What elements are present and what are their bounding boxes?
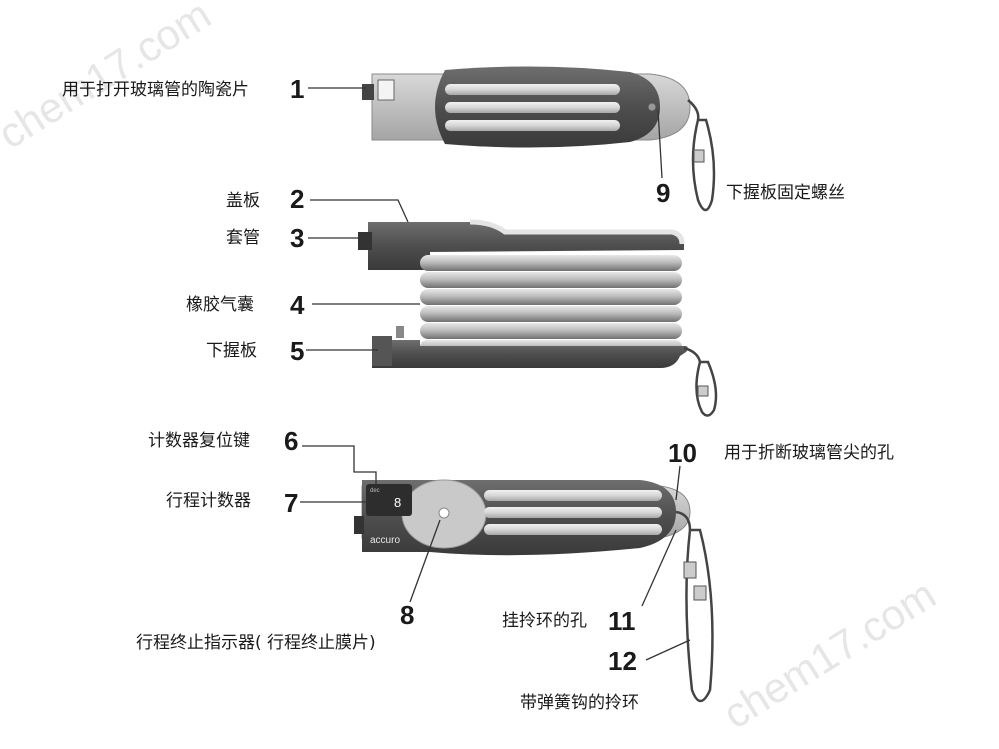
callout-2: 盖板 2 bbox=[226, 184, 304, 214]
part-label: 盖板 bbox=[226, 191, 260, 211]
part-number: 3 bbox=[290, 223, 304, 253]
callout-4: 橡胶气囊 4 bbox=[186, 290, 305, 320]
counter-digit: 8 bbox=[394, 495, 401, 510]
bottom-grip-plate bbox=[372, 340, 688, 368]
callout-3: 套管 3 bbox=[226, 223, 304, 253]
part-label: 挂拎环的孔 bbox=[502, 611, 587, 631]
pump-bottom-view: 8 dec accuro bbox=[354, 479, 714, 703]
part-number: 10 bbox=[668, 438, 697, 468]
carry-loop-side bbox=[683, 346, 718, 417]
part-number: 11 bbox=[608, 606, 636, 636]
callout-7: 行程计数器 7 bbox=[166, 488, 298, 518]
svg-text:chem17.com: chem17.com bbox=[715, 570, 944, 737]
part-number: 7 bbox=[284, 488, 298, 518]
sleeve bbox=[358, 232, 372, 250]
grip-bar bbox=[445, 102, 620, 113]
part-label: 行程计数器 bbox=[166, 491, 251, 511]
part-number: 2 bbox=[290, 184, 304, 214]
watermark-bottom: chem17.com bbox=[715, 570, 944, 737]
callout-6: 计数器复位键 6 bbox=[148, 426, 298, 456]
counter-brand: accuro bbox=[370, 535, 400, 546]
leader-lines bbox=[300, 87, 691, 661]
part-number: 8 bbox=[400, 600, 414, 630]
part-label: 下握板 bbox=[206, 341, 257, 361]
carry-loop-bottom bbox=[675, 510, 714, 703]
part-number: 5 bbox=[290, 336, 304, 366]
part-label: 带弹簧钩的拎环 bbox=[520, 693, 639, 713]
callout-8: 8 行程终止指示器( 行程终止膜片) bbox=[136, 600, 414, 653]
carry-loop-top bbox=[687, 99, 716, 212]
grip-bar bbox=[484, 490, 662, 501]
part-label: 用于折断玻璃管尖的孔 bbox=[724, 443, 894, 463]
watermark-top: chem17.com bbox=[0, 0, 219, 158]
pump-top-view bbox=[362, 66, 716, 212]
counter-small-text: dec bbox=[370, 488, 380, 494]
callout-9: 9 下握板固定螺丝 bbox=[656, 178, 845, 208]
stroke-counter bbox=[366, 484, 412, 516]
callout-5: 下握板 5 bbox=[206, 336, 304, 366]
part-number: 6 bbox=[284, 426, 298, 456]
callout-12: 12 带弹簧钩的拎环 bbox=[520, 646, 639, 713]
grip-bar bbox=[445, 84, 620, 95]
svg-text:chem17.com: chem17.com bbox=[0, 0, 219, 158]
callout-11: 挂拎环的孔 11 bbox=[502, 606, 636, 636]
part-label: 橡胶气囊 bbox=[186, 295, 254, 315]
part-number: 1 bbox=[290, 74, 304, 104]
grip-bar bbox=[445, 120, 620, 131]
device-brand: Dräger bbox=[382, 274, 410, 284]
grip-bar bbox=[484, 524, 662, 535]
callout-10: 10 用于折断玻璃管尖的孔 bbox=[668, 438, 894, 468]
part-label: 用于打开玻璃管的陶瓷片 bbox=[62, 80, 249, 100]
part-label: 行程终止指示器( 行程终止膜片) bbox=[136, 633, 376, 653]
rubber-bellows bbox=[420, 255, 682, 354]
part-number: 4 bbox=[290, 290, 305, 320]
callout-1: 用于打开玻璃管的陶瓷片 1 bbox=[62, 74, 304, 104]
part-label: 计数器复位键 bbox=[148, 431, 250, 451]
part-number: 9 bbox=[656, 178, 670, 208]
pump-side-view: Dräger bbox=[358, 219, 718, 417]
part-label: 套管 bbox=[226, 228, 260, 248]
part-number: 12 bbox=[608, 646, 637, 676]
grip-bar bbox=[484, 507, 662, 518]
screw-icon bbox=[647, 102, 657, 112]
part-label: 下握板固定螺丝 bbox=[726, 183, 845, 203]
